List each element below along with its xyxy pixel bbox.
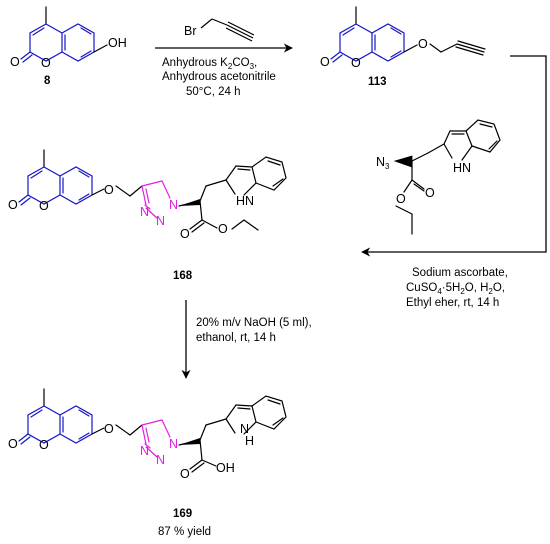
atom-o-ring-113: O <box>351 56 361 70</box>
azide-reagent-structure: N3 <box>376 119 501 235</box>
atom-n3-169: N <box>140 444 149 458</box>
cond2-line2: CuSO4·5H2O, H2O, <box>406 282 505 296</box>
reaction-arrow-step2 <box>361 55 547 257</box>
conditions-step3: 20% m/v NaOH (5 ml), ethanol, rt, 14 h <box>196 317 312 344</box>
compound-113-structure: O O O <box>320 6 486 70</box>
atom-o-ether-169: O <box>104 422 114 436</box>
atom-n1-168: N <box>169 198 178 212</box>
cond3-line2: ethanol, rt, 14 h <box>196 332 276 344</box>
conditions-step1: Anhydrous K2CO3, Anhydrous acetonitrile … <box>162 57 276 98</box>
atom-o-ester-carbonyl: O <box>425 186 435 200</box>
atom-o-ether-168: O <box>104 183 114 197</box>
atom-o-carbonyl-8: O <box>10 55 20 69</box>
atom-n1-169: N <box>169 437 178 451</box>
atom-o-ester: O <box>396 192 406 206</box>
atom-o-carbonyl-168: O <box>8 198 18 212</box>
atom-o-ether-113: O <box>418 37 428 51</box>
atom-o-ring-168: O <box>39 199 49 213</box>
cond1-line1: Anhydrous K <box>162 57 228 69</box>
atom-n3: N3 <box>376 155 390 171</box>
atom-br: Br <box>184 24 197 38</box>
compound-8-structure: O O OH <box>10 6 127 70</box>
atom-o-ester-168: O <box>218 222 228 236</box>
atom-o-ring-8: O <box>41 56 51 70</box>
atom-n3-168: N <box>140 205 149 219</box>
compound-label-168: 168 <box>173 270 193 282</box>
atom-oh-8: OH <box>108 36 127 50</box>
cond1-line2: Anhydrous acetonitrile <box>162 71 276 83</box>
atom-oh-acid-169: OH <box>216 461 235 475</box>
svg-text:Anhydrous K2CO3,: Anhydrous K2CO3, <box>162 57 257 71</box>
atom-o-acid-carbonyl-169: O <box>180 467 190 481</box>
compound-label-169: 169 <box>173 508 192 520</box>
compound-169-structure: O O O N N N H N O OH <box>8 388 287 481</box>
cond3-line1: 20% m/v NaOH (5 ml), <box>196 317 312 329</box>
propargyl-bromide-structure: Br <box>184 18 255 42</box>
atom-n2-168: N <box>156 214 165 228</box>
cond2-line3: Ethyl eher, rt, 14 h <box>406 297 499 309</box>
atom-n2-169: N <box>156 453 165 467</box>
conditions-step2: Sodium ascorbate, CuSO4·5H2O, H2O, Ethyl… <box>406 267 508 309</box>
atom-o-carbonyl-169: O <box>8 437 18 451</box>
atom-o-ester-carbonyl-168: O <box>180 227 190 241</box>
atom-h-169: H <box>245 434 254 448</box>
cond1-line3: 50°C, 24 h <box>186 86 240 98</box>
cond2-line1: Sodium ascorbate, <box>412 267 508 279</box>
atom-n-indole-169: N <box>240 422 249 436</box>
compound-label-113: 113 <box>368 76 387 88</box>
atom-o-ring-169: O <box>39 438 49 452</box>
yield-label: 87 % yield <box>158 526 211 538</box>
atom-o-carbonyl-113: O <box>320 55 330 69</box>
atom-hn-168: HN <box>236 194 254 208</box>
atom-hn-azide: HN <box>453 161 471 175</box>
compound-label-8: 8 <box>44 75 51 87</box>
compound-168-structure: O O O N N N HN O O <box>8 149 287 241</box>
